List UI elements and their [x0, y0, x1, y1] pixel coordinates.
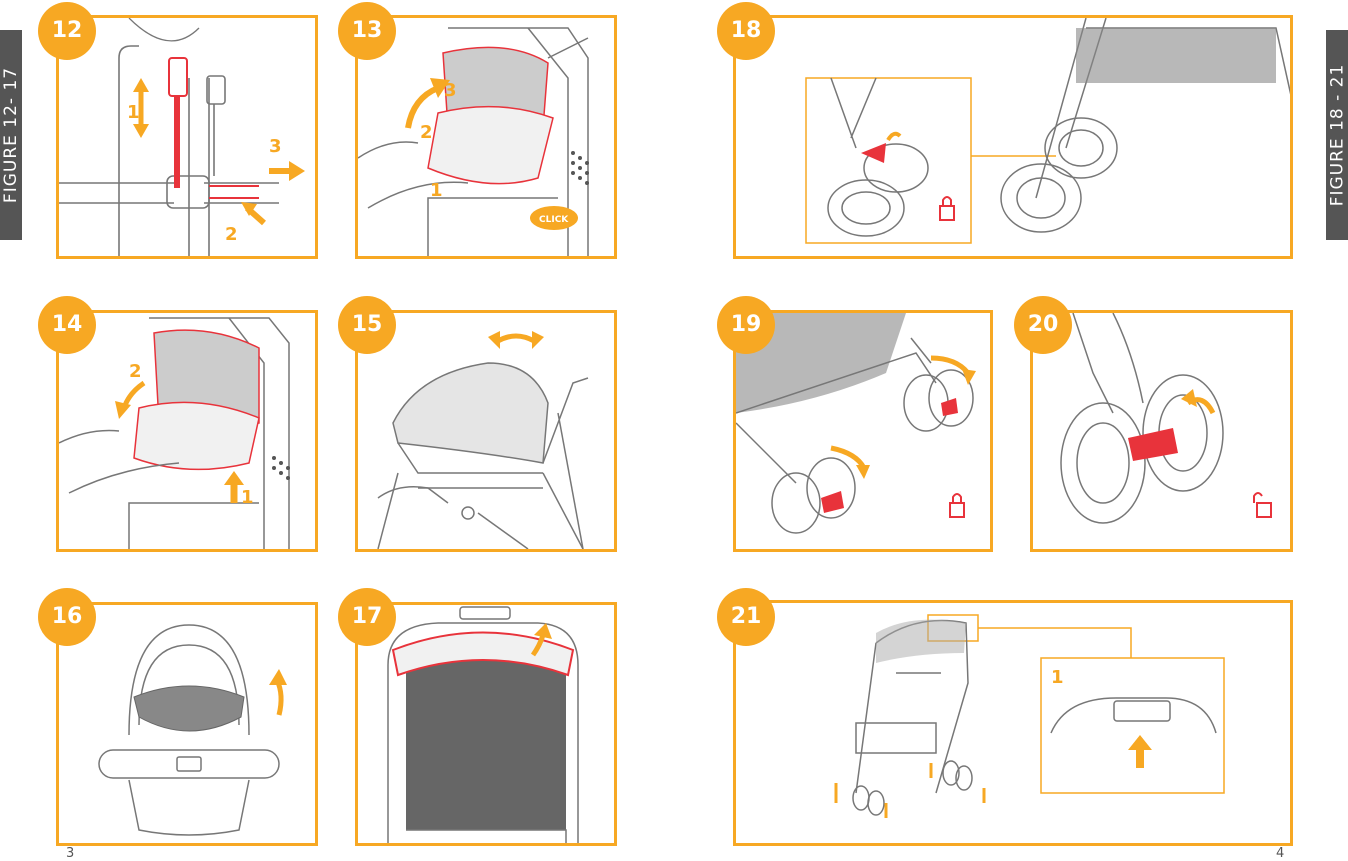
figure-17-illustration: [387, 606, 579, 843]
lock-closed-icon: [949, 493, 965, 518]
figure-17-number: 17: [338, 588, 396, 646]
side-label-left: FIGURE 12- 17: [0, 30, 22, 240]
figure-13-illustration: CLICK 1 2 3: [358, 27, 589, 256]
figure-13-number: 13: [338, 2, 396, 60]
figure-12-number: 12: [38, 2, 96, 60]
figure-15-illustration: [377, 331, 589, 549]
page-number-right: 4: [1276, 846, 1285, 861]
figure-12-panel: 1 2 3: [56, 15, 318, 259]
figure-18-number: 18: [717, 2, 775, 60]
side-label-right: FIGURE 18 - 21: [1326, 30, 1348, 240]
figure-19-illustration: [736, 313, 976, 534]
figure-19-number: 19: [717, 296, 775, 354]
page-number-left: 3: [66, 846, 75, 861]
fig12-step-3: 3: [269, 136, 282, 157]
fig13-click-badge: CLICK: [539, 215, 569, 225]
figure-21-number: 21: [717, 588, 775, 646]
figure-17-panel: [355, 602, 617, 846]
figure-20-number: 20: [1014, 296, 1072, 354]
figure-14-panel: 2 1: [56, 310, 318, 552]
fig21-step-1: 1: [1051, 667, 1064, 688]
figure-13-panel: CLICK 1 2 3: [355, 15, 617, 259]
figure-12-illustration: 1 2 3: [59, 18, 305, 256]
figure-21-illustration: 1: [834, 614, 1225, 818]
figure-21-panel: 1: [733, 600, 1293, 846]
lock-closed-icon: [939, 196, 955, 221]
figure-19-panel: [733, 310, 993, 552]
figure-20-panel: [1030, 310, 1293, 552]
figure-15-number: 15: [338, 296, 396, 354]
lock-open-icon: [1253, 492, 1272, 518]
fig12-step-1: 1: [127, 102, 140, 123]
fig13-step-1: 1: [430, 180, 443, 201]
figure-16-number: 16: [38, 588, 96, 646]
fig12-step-2: 2: [225, 224, 238, 245]
figure-14-number: 14: [38, 296, 96, 354]
figure-18-panel: [733, 15, 1293, 259]
fig13-step-2: 2: [420, 122, 433, 143]
figure-18-illustration: [805, 18, 1290, 244]
figure-20-illustration: [1060, 313, 1272, 524]
fig14-step-2: 2: [129, 361, 142, 382]
figure-16-panel: [56, 602, 318, 846]
figure-15-panel: [355, 310, 617, 552]
fig14-step-1: 1: [241, 487, 254, 508]
fig13-step-3: 3: [444, 80, 457, 101]
figure-14-illustration: 2 1: [59, 317, 290, 549]
figure-16-illustration: [98, 624, 287, 836]
